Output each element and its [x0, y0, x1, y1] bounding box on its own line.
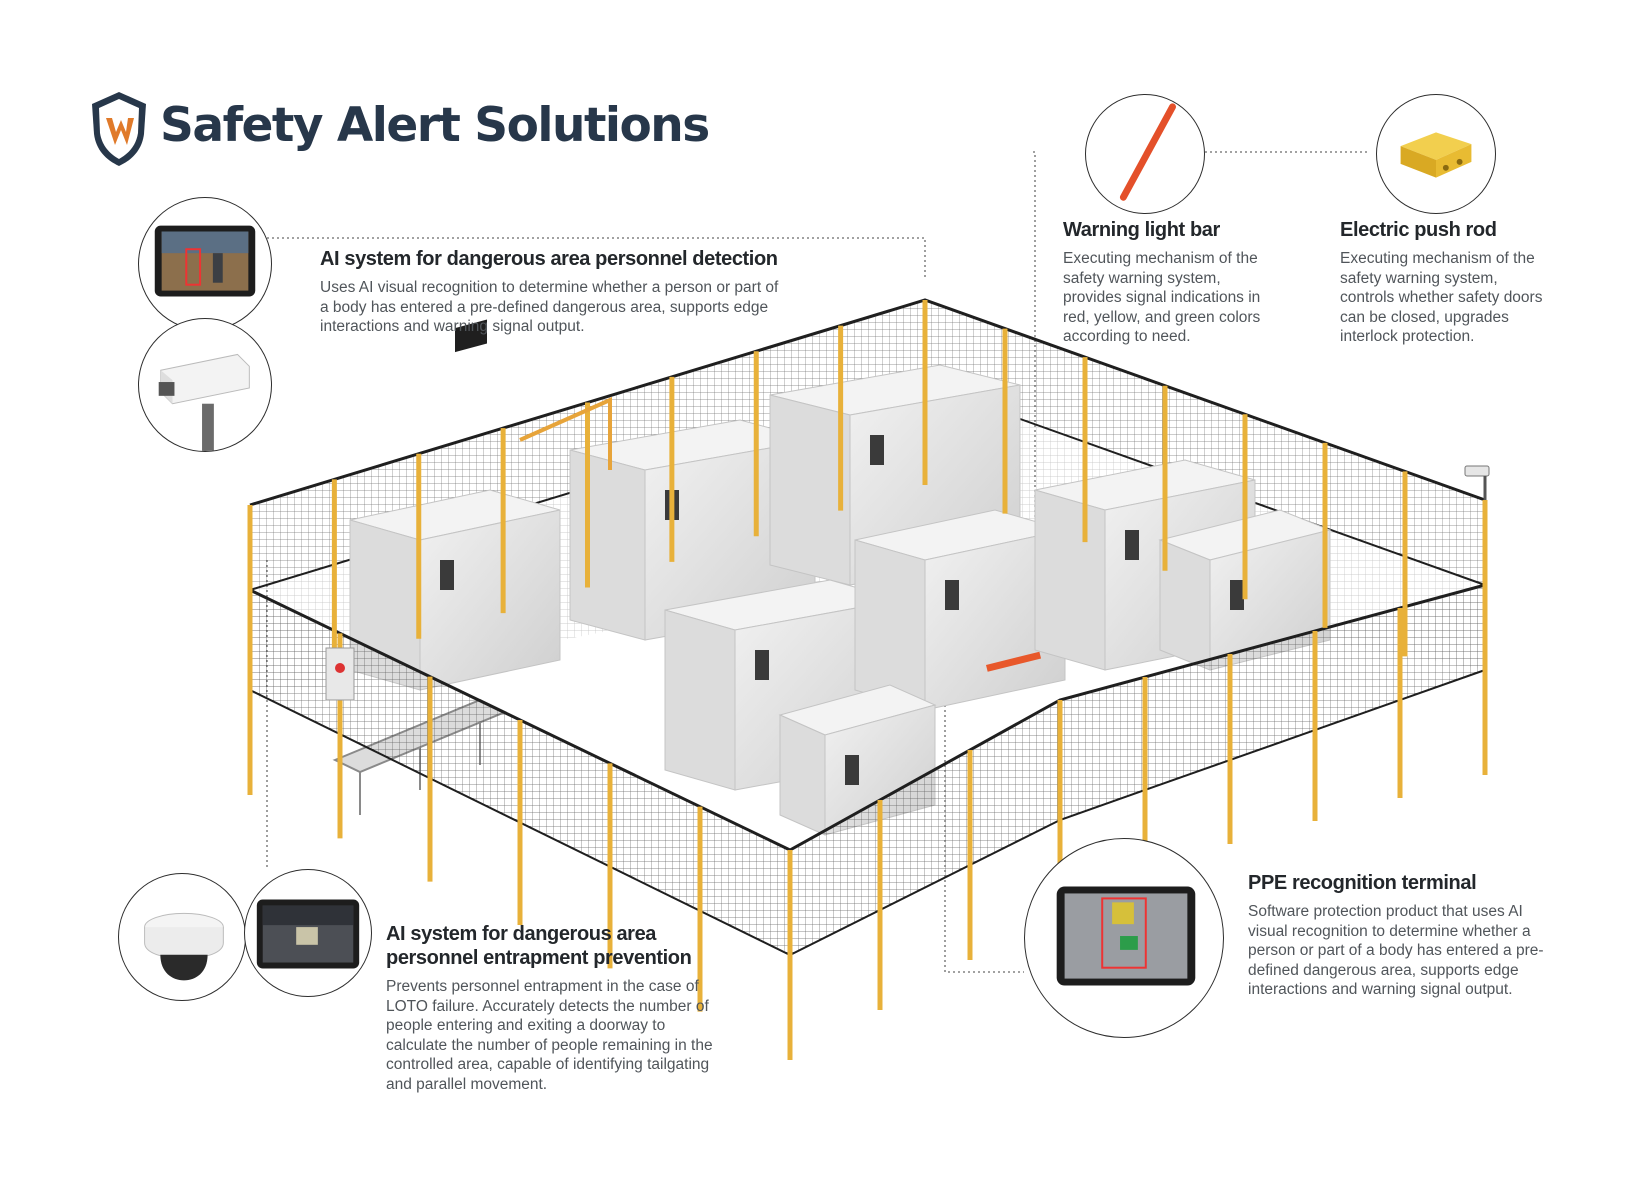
callout-body: Executing mechanism of the safety warnin… [1063, 250, 1261, 345]
callout-push-rod: Electric push rod Executing mechanism of… [1340, 218, 1552, 347]
warning-light-bar-bubble [1085, 94, 1205, 214]
callout-ppe: PPE recognition terminal Software protec… [1248, 871, 1544, 1000]
dome-camera-icon [144, 912, 224, 981]
tablet-icon [256, 899, 360, 969]
tablet-detection-bubble [138, 197, 272, 331]
light-bar-icon [1119, 103, 1176, 201]
callout-title: Warning light bar [1063, 219, 1220, 241]
pole-camera [1464, 465, 1490, 500]
fence-posts [247, 300, 1488, 1060]
tablet-entrapment-bubble [244, 869, 372, 997]
page-title: Safety Alert Solutions [160, 98, 710, 153]
callout-body: Executing mechanism of the safety warnin… [1340, 250, 1543, 345]
brand-shield-logo [92, 92, 146, 166]
callout-body: Software protection product that uses AI… [1248, 903, 1544, 998]
cnc-machines [349, 364, 1332, 836]
ppe-tablet-bubble [1024, 838, 1224, 1038]
callout-body: Prevents personnel entrapment in the cas… [386, 978, 713, 1093]
callout-ai-detection: AI system for dangerous area personnel d… [320, 247, 790, 337]
callout-entrapment: AI system for dangerous area personnel e… [386, 922, 726, 1094]
leader-ai-detection [262, 237, 926, 280]
callout-title: Electric push rod [1340, 219, 1497, 241]
tablet-icon [1056, 886, 1196, 986]
callout-title: PPE recognition terminal [1248, 872, 1477, 894]
callout-warning-light: Warning light bar Executing mechanism of… [1063, 218, 1275, 347]
box-camera-bubble [138, 318, 272, 452]
machine [854, 509, 1066, 711]
dome-camera-bubble [118, 873, 246, 1001]
callout-body: Uses AI visual recognition to determine … [320, 279, 779, 335]
leader-warning-light [1033, 151, 1036, 520]
electric-push-rod-bubble [1376, 94, 1496, 214]
wall-monitor [455, 319, 487, 353]
camera-icon [158, 353, 250, 451]
callout-title: AI system for dangerous area personnel d… [320, 248, 778, 270]
callout-title: AI system for dangerous area personnel e… [386, 923, 692, 969]
control-box [325, 647, 355, 701]
push-rod-icon [1400, 132, 1472, 178]
warning-light-bar-on-fence [986, 651, 1042, 672]
back-gate-frame [519, 396, 612, 470]
tablet-icon [154, 225, 256, 297]
